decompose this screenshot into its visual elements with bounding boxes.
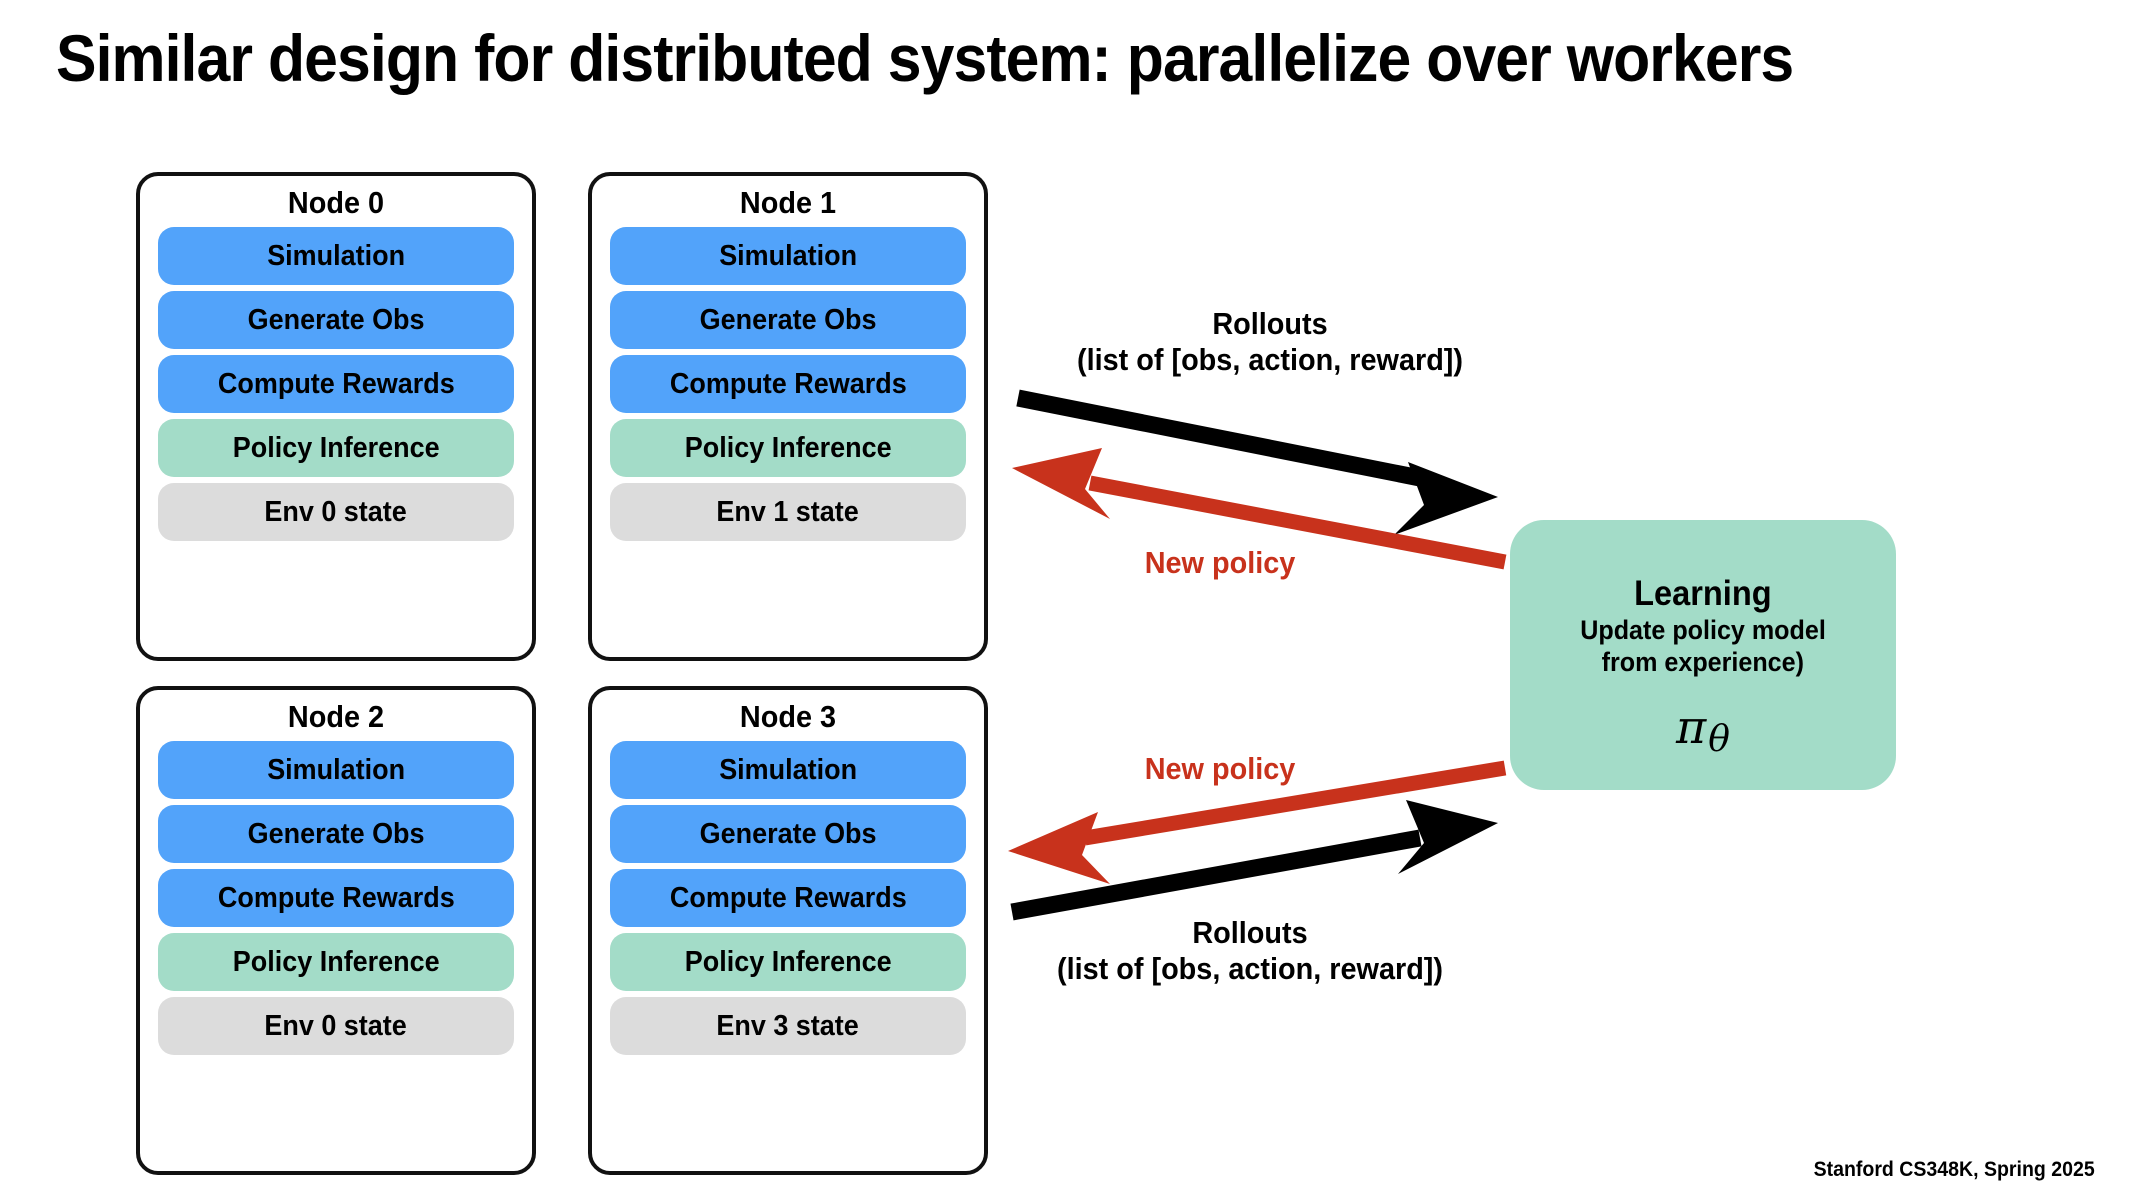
node-title: Node 0 [287, 185, 385, 220]
stage-compute-rewards[interactable]: Compute Rewards [610, 355, 966, 413]
rollouts-label-top-line1: Rollouts [1212, 306, 1328, 341]
rollouts-label-bottom-line2: (list of [obs, action, reward]) [1056, 951, 1444, 986]
node-stage-list: Simulation Generate Obs Compute Rewards … [158, 227, 514, 541]
rollouts-label-top-line2: (list of [obs, action, reward]) [1076, 342, 1464, 377]
node-card-0[interactable]: Node 0 Simulation Generate Obs Compute R… [136, 172, 536, 661]
node-title: Node 2 [287, 699, 385, 734]
stage-policy-inference[interactable]: Policy Inference [610, 933, 966, 991]
stage-env-state[interactable]: Env 1 state [610, 483, 966, 541]
stage-label: Simulation [267, 753, 405, 786]
stage-label: Generate Obs [699, 303, 877, 336]
learning-heading: Learning [1634, 574, 1772, 613]
learning-subtitle-line2: from experience) [1601, 647, 1805, 677]
stage-label: Policy Inference [232, 431, 440, 464]
page-title: Similar design for distributed system: p… [56, 21, 1794, 95]
stage-simulation[interactable]: Simulation [158, 741, 514, 799]
stage-env-state[interactable]: Env 3 state [610, 997, 966, 1055]
stage-label: Generate Obs [247, 817, 425, 850]
policy-symbol-subscript: θ [1708, 718, 1730, 760]
stage-generate-obs[interactable]: Generate Obs [158, 291, 514, 349]
stage-policy-inference[interactable]: Policy Inference [158, 419, 514, 477]
node-stage-list: Simulation Generate Obs Compute Rewards … [610, 227, 966, 541]
stage-simulation[interactable]: Simulation [158, 227, 514, 285]
stage-label: Simulation [719, 239, 857, 272]
stage-compute-rewards[interactable]: Compute Rewards [158, 355, 514, 413]
stage-simulation[interactable]: Simulation [610, 741, 966, 799]
node-card-2[interactable]: Node 2 Simulation Generate Obs Compute R… [136, 686, 536, 1175]
rollouts-arrow-top [1016, 389, 1498, 535]
rollouts-label-bottom-line1: Rollouts [1192, 915, 1308, 950]
stage-label: Compute Rewards [669, 367, 907, 400]
stage-label: Simulation [267, 239, 405, 272]
stage-label: Compute Rewards [669, 881, 907, 914]
stage-label: Env 1 state [716, 495, 860, 528]
node-stage-list: Simulation Generate Obs Compute Rewards … [610, 741, 966, 1055]
stage-label: Simulation [719, 753, 857, 786]
stage-generate-obs[interactable]: Generate Obs [610, 291, 966, 349]
stage-label: Env 0 state [264, 495, 408, 528]
rollouts-arrow-bottom [1010, 800, 1498, 921]
rollouts-label-bottom: Rollouts (list of [obs, action, reward]) [1010, 915, 1490, 987]
stage-label: Generate Obs [247, 303, 425, 336]
stage-label: Policy Inference [684, 945, 892, 978]
node-title: Node 1 [739, 185, 837, 220]
new-policy-label-top: New policy [1090, 545, 1350, 581]
node-card-3[interactable]: Node 3 Simulation Generate Obs Compute R… [588, 686, 988, 1175]
stage-label: Compute Rewards [217, 367, 455, 400]
slide-footer-text: Stanford CS348K, Spring 2025 [1813, 1158, 2095, 1181]
stage-label: Compute Rewards [217, 881, 455, 914]
slide-footer: Stanford CS348K, Spring 2025 [1803, 1158, 2105, 1182]
stage-env-state[interactable]: Env 0 state [158, 483, 514, 541]
stage-label: Env 0 state [264, 1009, 408, 1042]
stage-label: Generate Obs [699, 817, 877, 850]
learning-subtitle-line1: Update policy model [1580, 615, 1826, 645]
stage-generate-obs[interactable]: Generate Obs [610, 805, 966, 863]
node-card-1[interactable]: Node 1 Simulation Generate Obs Compute R… [588, 172, 988, 661]
node-title: Node 3 [739, 699, 837, 734]
rollouts-label-top: Rollouts (list of [obs, action, reward]) [1030, 306, 1510, 378]
stage-label: Env 3 state [716, 1009, 860, 1042]
policy-symbol: πθ [1676, 700, 1730, 760]
stage-label: Policy Inference [232, 945, 440, 978]
node-stage-list: Simulation Generate Obs Compute Rewards … [158, 741, 514, 1055]
stage-simulation[interactable]: Simulation [610, 227, 966, 285]
new-policy-label-bottom-text: New policy [1144, 751, 1296, 786]
stage-generate-obs[interactable]: Generate Obs [158, 805, 514, 863]
stage-label: Policy Inference [684, 431, 892, 464]
stage-env-state[interactable]: Env 0 state [158, 997, 514, 1055]
new-policy-label-top-text: New policy [1144, 545, 1296, 580]
stage-compute-rewards[interactable]: Compute Rewards [158, 869, 514, 927]
learning-box[interactable]: Learning Update policy model from experi… [1510, 520, 1896, 790]
stage-policy-inference[interactable]: Policy Inference [610, 419, 966, 477]
new-policy-label-bottom: New policy [1090, 751, 1350, 787]
stage-policy-inference[interactable]: Policy Inference [158, 933, 514, 991]
stage-compute-rewards[interactable]: Compute Rewards [610, 869, 966, 927]
policy-symbol-base: π [1676, 700, 1707, 754]
